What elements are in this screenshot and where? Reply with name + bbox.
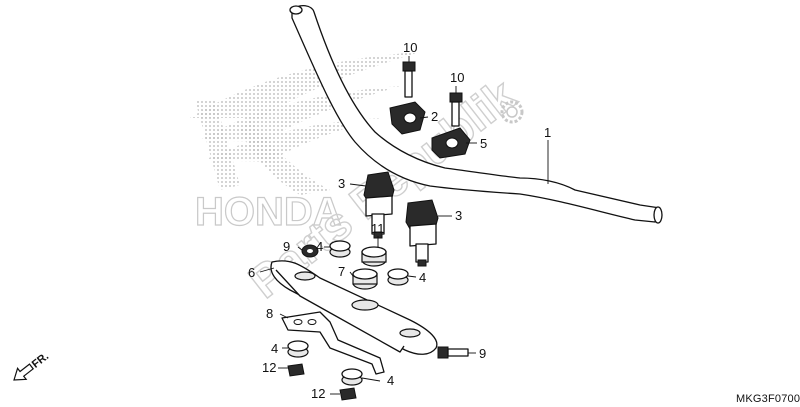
- callout-9-upper: 9: [283, 239, 290, 254]
- holder-upper-5: [431, 127, 471, 159]
- diagram-code: MKG3F0700: [736, 393, 800, 405]
- callout-10-right: 10: [450, 70, 464, 85]
- holder-lower-3-right: [405, 199, 439, 267]
- washer-4-lower-left: [287, 340, 309, 358]
- callout-5: 5: [480, 136, 487, 151]
- washer-9-upper: [301, 244, 319, 258]
- bolt-10-left: [402, 61, 416, 98]
- washer-4-upper-right: [387, 268, 409, 286]
- callout-9-lower: 9: [479, 346, 486, 361]
- holder-lower-3-left: [363, 171, 395, 239]
- gear-icon: [500, 100, 524, 124]
- callout-3-right: 3: [455, 208, 462, 223]
- callout-4-lower-left: 4: [271, 341, 278, 356]
- washer-4-upper-left: [329, 240, 351, 258]
- callout-1: 1: [544, 125, 551, 140]
- callout-4-upper-left: 4: [316, 239, 323, 254]
- callout-7: 7: [338, 264, 345, 279]
- callout-4-lower-right: 4: [387, 373, 394, 388]
- rubber-11: [361, 246, 387, 267]
- callout-4-upper-right: 4: [419, 270, 426, 285]
- top-bridge-6: [270, 260, 438, 355]
- nut-12-left: [287, 363, 305, 377]
- watermark-brand: HONDA: [195, 190, 342, 234]
- callout-11: 11: [371, 221, 385, 236]
- holder-upper-2: [389, 101, 426, 135]
- callout-10-left: 10: [403, 40, 417, 55]
- honda-wing-logo: HONDA: [190, 52, 420, 235]
- callout-6: 6: [248, 265, 255, 280]
- nut-12-right: [339, 387, 357, 401]
- callout-8: 8: [266, 306, 273, 321]
- washer-4-lower-right: [341, 368, 363, 386]
- bracket-8: [281, 311, 385, 375]
- callout-12-left: 12: [262, 360, 276, 375]
- callout-2: 2: [431, 109, 438, 124]
- front-arrow-icon: FR.: [13, 350, 51, 381]
- callouts: 10 10 2 5 1 3 3 4 9 11 6 7 4 8 4 12 9 4 …: [248, 40, 551, 401]
- callout-3-left: 3: [338, 176, 345, 191]
- handlebar: [289, 5, 663, 224]
- callout-12-right: 12: [311, 386, 325, 401]
- collar-7: [352, 268, 378, 290]
- leader-lines: [259, 56, 549, 395]
- bolt-9-lower: [437, 346, 469, 359]
